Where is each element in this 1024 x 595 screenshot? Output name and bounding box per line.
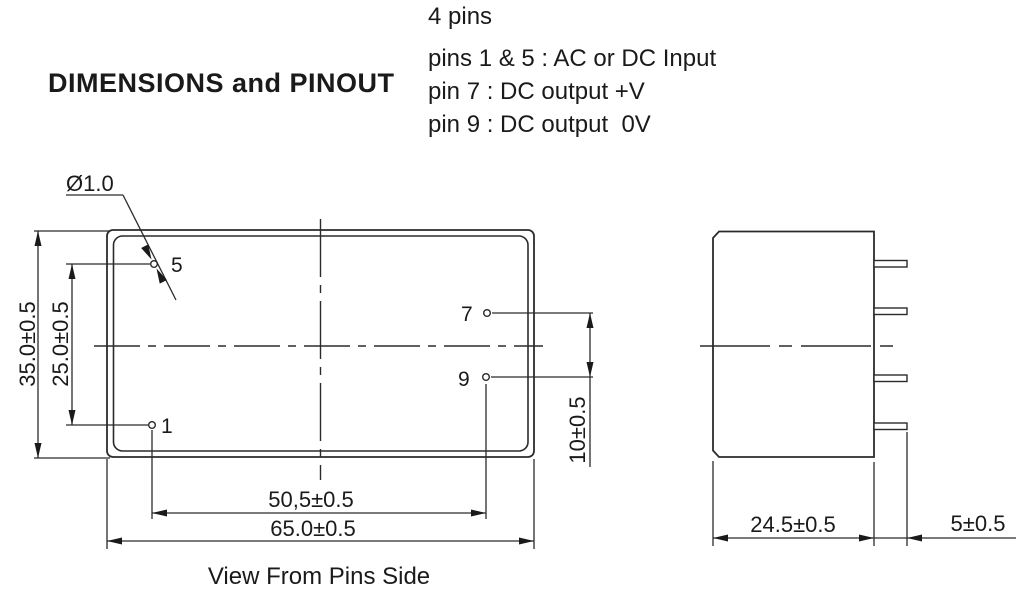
arrow-up-icon: [34, 231, 42, 246]
arrow-down-icon: [34, 443, 42, 458]
pin-length-value: 5±0.5: [951, 511, 1006, 536]
front-view: 5 7 9 1 Ø1.0 35.0±0.5: [15, 171, 594, 590]
leader-arrow-lower-icon: [156, 268, 167, 284]
side-pin-1: [873, 259, 908, 268]
side-pin-4: [873, 422, 908, 431]
pin-9-label: 9: [458, 368, 470, 391]
pin-diameter-callout: Ø1.0: [66, 171, 177, 301]
arrow-down-icon: [68, 410, 76, 425]
pin-diameter-value: Ø1.0: [66, 171, 114, 196]
body-height-value: 35.0±0.5: [15, 301, 40, 386]
pin-row-width-value: 50,5±0.5: [268, 487, 353, 512]
page-title: DIMENSIONS and PINOUT: [48, 68, 395, 98]
body-width-value: 65.0±0.5: [270, 516, 355, 541]
arrow-right-icon: [519, 537, 534, 545]
arrow-up-icon: [586, 313, 594, 328]
pin-7-label: 7: [461, 303, 473, 326]
arrow-left-icon: [107, 537, 122, 545]
pin-5-label: 5: [171, 254, 183, 277]
arrow-down-icon: [586, 362, 594, 377]
arrow-right-icon: [859, 534, 874, 542]
body-depth-dimension: 24.5±0.5: [712, 461, 1016, 546]
pin-9-note: pin 9 : DC output 0V: [428, 111, 651, 138]
arrow-up-icon: [68, 264, 76, 279]
arrow-left-icon: [713, 534, 728, 542]
pin7-to-pin9-value: 10±0.5: [565, 396, 590, 463]
side-view: 24.5±0.5 5±0.5: [700, 230, 1016, 546]
pin-9-hole: [482, 373, 491, 382]
pin-7-hole: [483, 309, 492, 318]
pin-column-height-value: 25.0±0.5: [48, 301, 73, 386]
pin-column-dimension: 25.0±0.5: [48, 263, 150, 426]
pin-count-note: 4 pins: [428, 3, 492, 30]
arrow-left-icon: [152, 509, 167, 517]
side-pin-3: [873, 374, 908, 383]
side-body-outline: [712, 230, 875, 458]
pin-7-note: pin 7 : DC output +V: [428, 78, 645, 105]
side-pin-2: [873, 307, 908, 316]
pin-row-width-dimension: 50,5±0.5: [151, 384, 487, 519]
leader-arrow-upper-icon: [141, 244, 152, 260]
pin7-pin9-dimension: 10±0.5: [491, 312, 594, 467]
body-width-dimension: 65.0±0.5: [106, 459, 535, 549]
arrow-left-icon: [907, 534, 922, 542]
pin-length-dimension: 5±0.5: [906, 432, 1006, 546]
arrow-right-icon: [471, 509, 486, 517]
body-depth-value: 24.5±0.5: [750, 512, 835, 537]
leader-line: [122, 194, 177, 301]
pin-1-5-note: pins 1 & 5 : AC or DC Input: [428, 45, 716, 72]
pin-1-label: 1: [161, 415, 173, 438]
pin-1-hole: [147, 421, 156, 430]
body-height-dimension: 35.0±0.5: [15, 230, 110, 459]
pinout-notes: 4 pins pins 1 & 5 : AC or DC Input pin 7…: [428, 3, 716, 138]
front-view-caption: View From Pins Side: [208, 563, 430, 590]
